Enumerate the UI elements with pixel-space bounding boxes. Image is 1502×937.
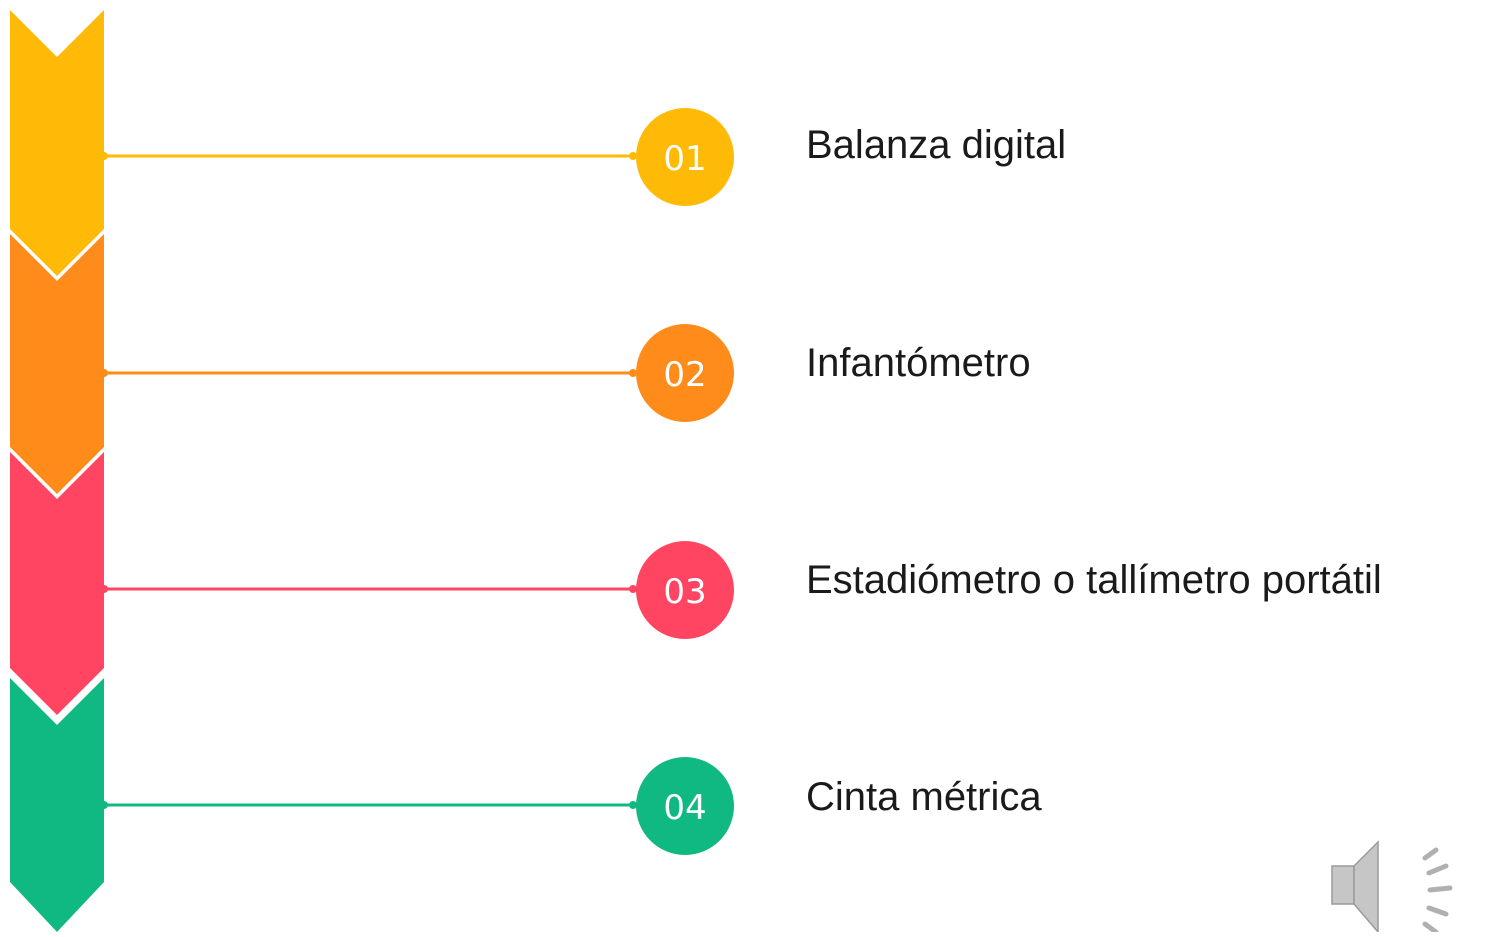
number-badge-1	[636, 108, 734, 206]
speaker-icon[interactable]	[1331, 840, 1453, 935]
number-badge-4	[636, 757, 734, 855]
step-label-3: Estadiómetro o tallímetro portátil	[806, 558, 1382, 602]
chevron-band-3	[10, 452, 104, 715]
connector-dot-3	[100, 585, 108, 593]
chevron-band-4	[10, 678, 104, 932]
connector-dot-4	[100, 801, 108, 809]
badge-number-1: 01	[663, 139, 706, 179]
step-label-4: Cinta métrica	[806, 775, 1042, 819]
badge-number-3: 03	[663, 572, 706, 612]
connector-dot-2	[100, 369, 108, 377]
number-badge-2	[636, 324, 734, 422]
badge-number-2: 02	[663, 355, 706, 395]
number-badge-3	[636, 541, 734, 639]
step-label-2: Infantómetro	[806, 341, 1031, 385]
badge-number-4: 04	[663, 788, 706, 828]
connector-dot-1	[100, 152, 108, 160]
chevron-band-1	[10, 10, 104, 276]
chevron-band-2	[10, 234, 104, 494]
step-label-1: Balanza digital	[806, 123, 1067, 167]
